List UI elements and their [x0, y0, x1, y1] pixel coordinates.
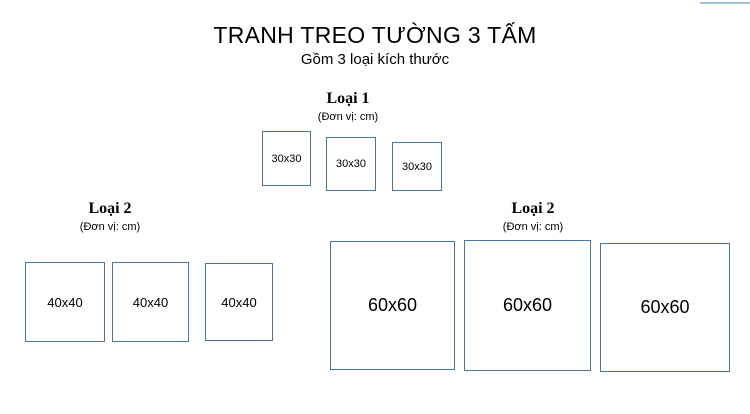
top-edge-rule: [700, 2, 750, 4]
frame-label: 60x60: [640, 297, 690, 317]
frame-label: 40x40: [132, 294, 169, 310]
frame-label: 30x30: [271, 152, 302, 165]
frame-60x60-3[interactable]: 60x60: [600, 243, 730, 372]
group-unit-loai-1: (Đơn vị: cm): [317, 111, 379, 123]
group-unit-loai-2-left: (Đơn vị: cm): [79, 221, 141, 233]
frame-label: 30x30: [336, 158, 366, 170]
group-caption-loai-2-left: Loại 2 (Đơn vị: cm): [50, 200, 170, 235]
group-caption-loai-2-right: Loại 2 (Đơn vị: cm): [473, 200, 593, 235]
page-subtitle: Gồm 3 loại kích thước: [300, 51, 450, 68]
frame-60x60-1[interactable]: 60x60: [330, 241, 455, 370]
frame-30x30-1[interactable]: 30x30: [262, 131, 311, 186]
group-title-loai-2-right: Loại 2: [511, 200, 555, 217]
frame-30x30-2[interactable]: 30x30: [326, 137, 376, 191]
group-title-loai-2-left: Loại 2: [88, 200, 132, 217]
group-title-loai-1: Loại 1: [326, 90, 370, 107]
group-caption-loai-1: Loại 1 (Đơn vị: cm): [288, 90, 408, 125]
group-unit-loai-2-right: (Đơn vị: cm): [502, 221, 564, 233]
frame-label: 40x40: [47, 294, 83, 310]
frame-40x40-3[interactable]: 40x40: [205, 263, 273, 341]
frame-60x60-2[interactable]: 60x60: [464, 240, 591, 371]
frame-40x40-1[interactable]: 40x40: [25, 262, 105, 342]
frame-label: 30x30: [402, 160, 432, 173]
frame-label: 60x60: [367, 295, 418, 315]
page-title: TRANH TREO TƯỜNG 3 TẤM: [213, 22, 537, 48]
frame-40x40-2[interactable]: 40x40: [112, 262, 189, 342]
frame-label: 40x40: [221, 294, 257, 310]
frame-label: 60x60: [502, 295, 553, 315]
frame-30x30-3[interactable]: 30x30: [392, 142, 442, 191]
